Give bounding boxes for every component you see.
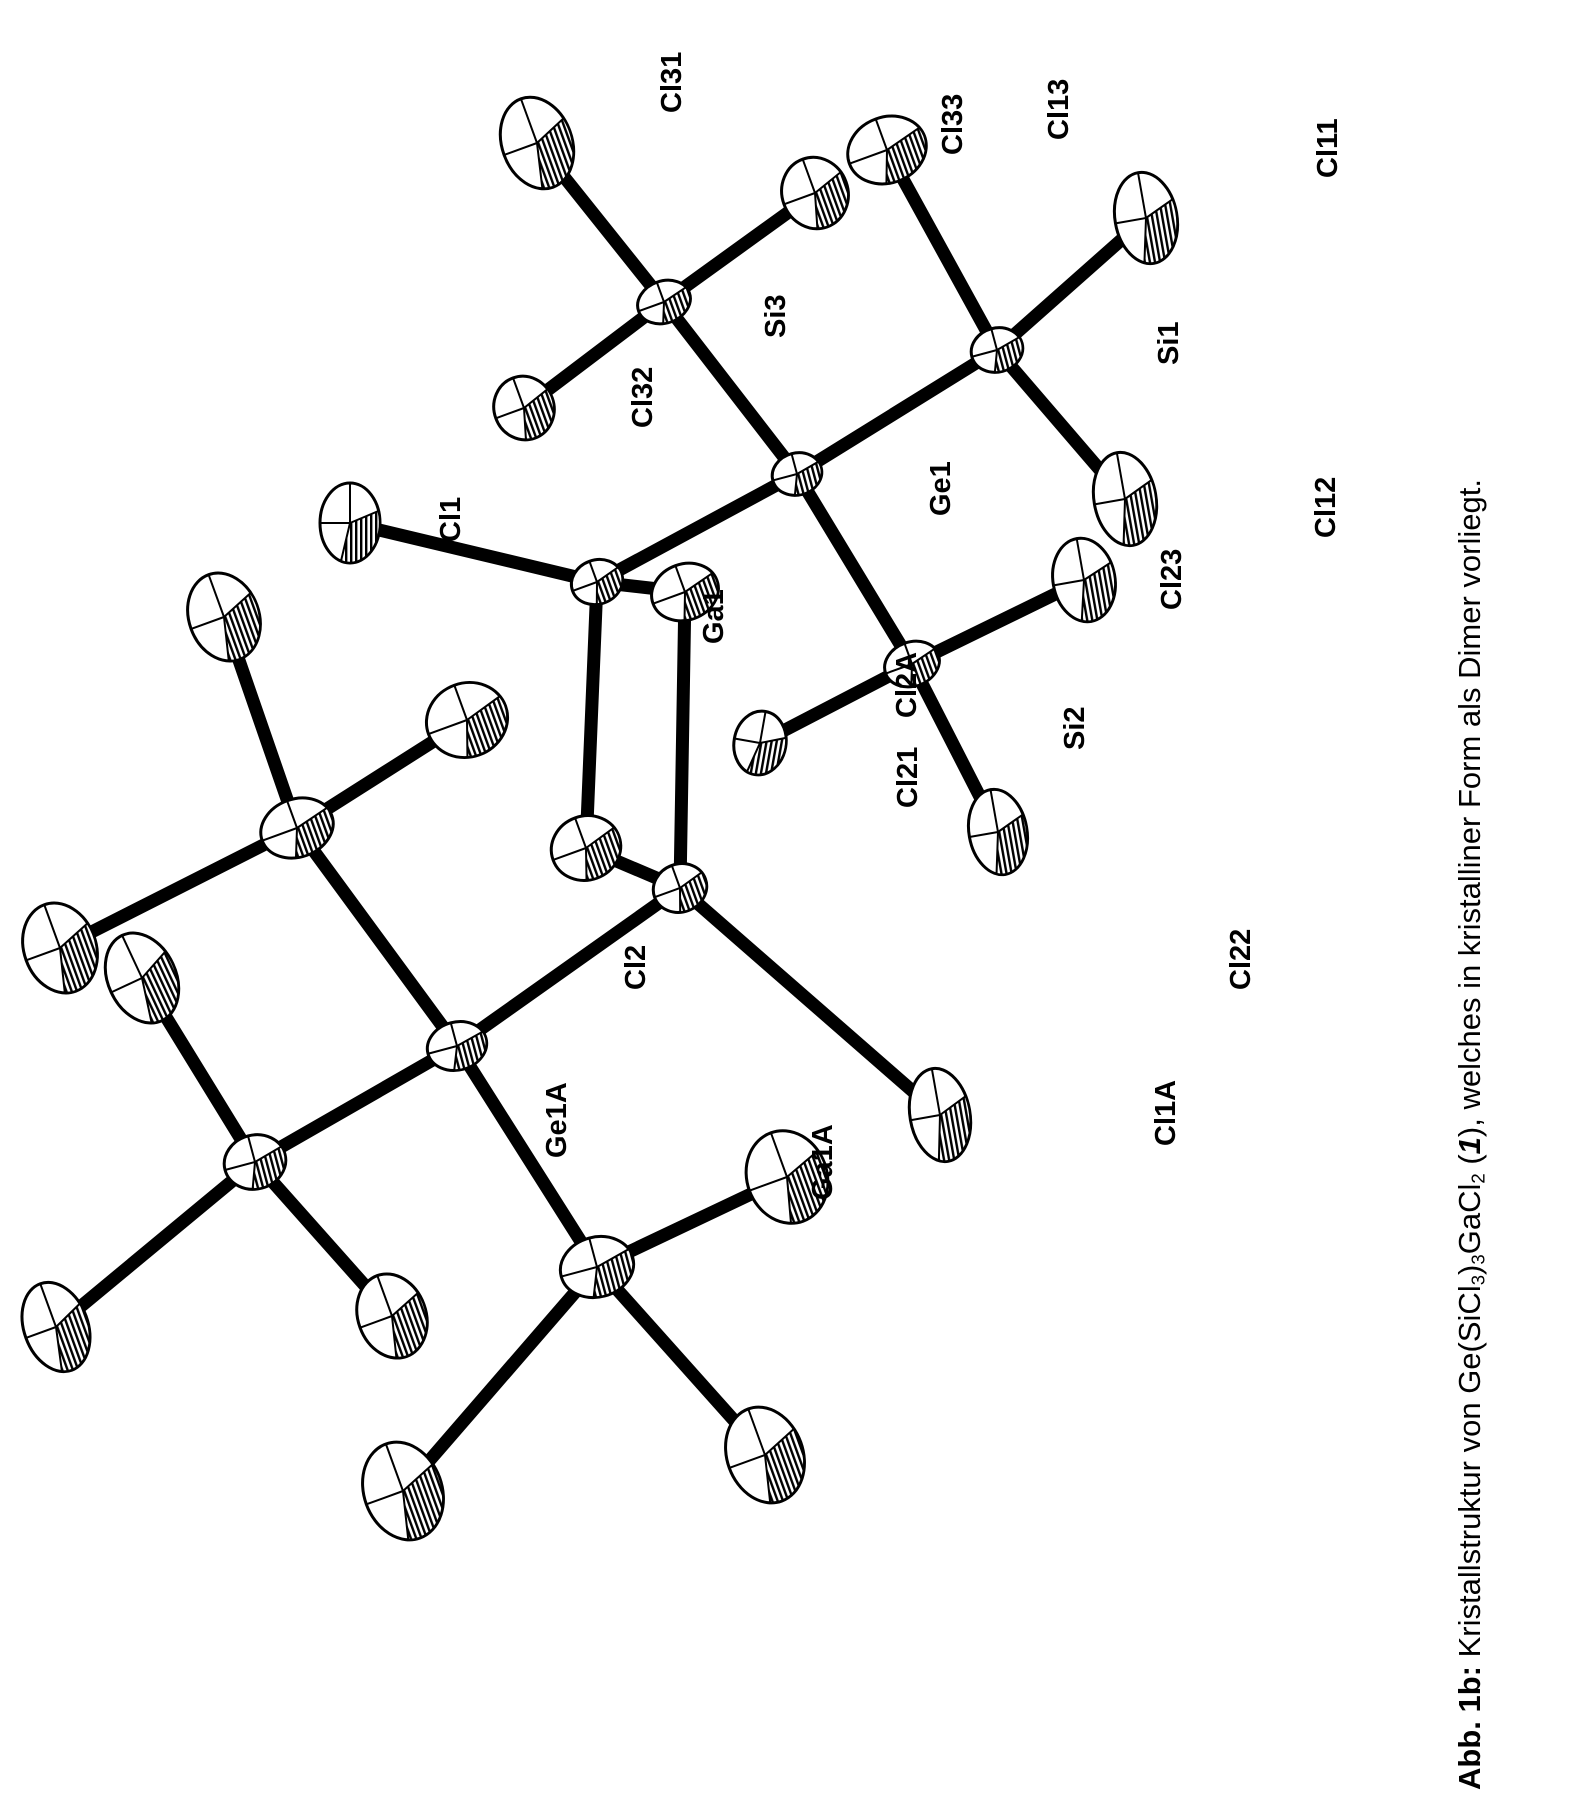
label-ga1a: Ga1A xyxy=(807,1124,839,1200)
bond-ge1a-si4 xyxy=(297,828,457,1046)
label-cl31: Cl31 xyxy=(656,52,688,113)
atom-x3 xyxy=(10,892,109,1003)
atom-x5 xyxy=(10,1273,102,1381)
atom-cl23 xyxy=(1046,533,1122,626)
bond-ga1-cl1 xyxy=(350,523,597,582)
bond-si5-x5 xyxy=(56,1162,255,1327)
caption-text-2: ) xyxy=(1452,1265,1487,1275)
atom-cl21 xyxy=(729,707,791,779)
figure-caption: Abb. 1b: Kristallstruktur von Ge(SiCl3)3… xyxy=(1452,479,1488,1790)
label-cl11: Cl11 xyxy=(1312,118,1344,178)
label-cl22: Cl22 xyxy=(1225,929,1257,990)
atom-cl1a xyxy=(902,1064,977,1167)
caption-sub-2: 3 xyxy=(1468,1254,1489,1264)
caption-text-5: ), welches in kristalliner Form als Dime… xyxy=(1452,479,1487,1137)
caption-text-4: ( xyxy=(1452,1154,1487,1173)
atom-cl11 xyxy=(1107,167,1184,268)
label-cl21: Cl21 xyxy=(892,747,924,808)
atom-x2 xyxy=(416,671,518,769)
label-ge1a: Ge1A xyxy=(541,1082,573,1158)
label-cl1: Cl1 xyxy=(435,497,467,542)
caption-text-1: Kristallstruktur von Ge(SiCl xyxy=(1452,1285,1487,1666)
atom-x1 xyxy=(176,563,273,672)
atom-cl2 xyxy=(542,806,630,890)
atoms xyxy=(10,87,1184,1551)
bond-ge1-si2 xyxy=(797,474,912,664)
label-si3: Si3 xyxy=(760,294,792,338)
bond-ge1a-si5 xyxy=(255,1046,457,1162)
label-cl23: Cl23 xyxy=(1156,549,1188,610)
atom-si4 xyxy=(252,788,341,868)
label-ge1: Ge1 xyxy=(925,461,957,516)
caption-compound-number: 1 xyxy=(1452,1137,1487,1154)
caption-sub-3: 2 xyxy=(1468,1173,1489,1183)
atom-cl33 xyxy=(772,148,859,238)
atom-cl1 xyxy=(320,483,380,563)
bond-ga1a-cl1a xyxy=(680,888,940,1115)
bond-ga1a-cl2a xyxy=(680,592,685,888)
bond-ge1-si1 xyxy=(797,350,997,474)
label-cl13: Cl13 xyxy=(1043,79,1075,140)
bond-si4-x3 xyxy=(60,828,297,948)
caption-sub-1: 3 xyxy=(1468,1275,1489,1285)
atom-x4 xyxy=(91,921,192,1035)
caption-lead: Abb. 1b: xyxy=(1452,1666,1487,1790)
label-ga1: Ga1 xyxy=(698,589,730,644)
atom-ga1 xyxy=(565,552,629,611)
label-cl2a: Cl2A xyxy=(891,652,923,718)
label-cl1a: Cl1A xyxy=(1150,1080,1182,1146)
bond-ga1-cl2 xyxy=(586,582,597,848)
label-si2: Si2 xyxy=(1059,706,1091,750)
label-cl32: Cl32 xyxy=(627,367,659,428)
label-si1: Si1 xyxy=(1153,321,1185,365)
bond-ge1a-si6 xyxy=(457,1046,597,1267)
label-cl2: Cl2 xyxy=(620,945,652,990)
atom-cl13 xyxy=(838,105,936,194)
atom-cl22 xyxy=(962,785,1034,880)
caption-text-3: GaCl xyxy=(1452,1184,1487,1255)
label-cl12: Cl12 xyxy=(1310,477,1342,538)
bond-si6-x7 xyxy=(403,1267,597,1491)
label-cl33: Cl33 xyxy=(937,94,969,155)
